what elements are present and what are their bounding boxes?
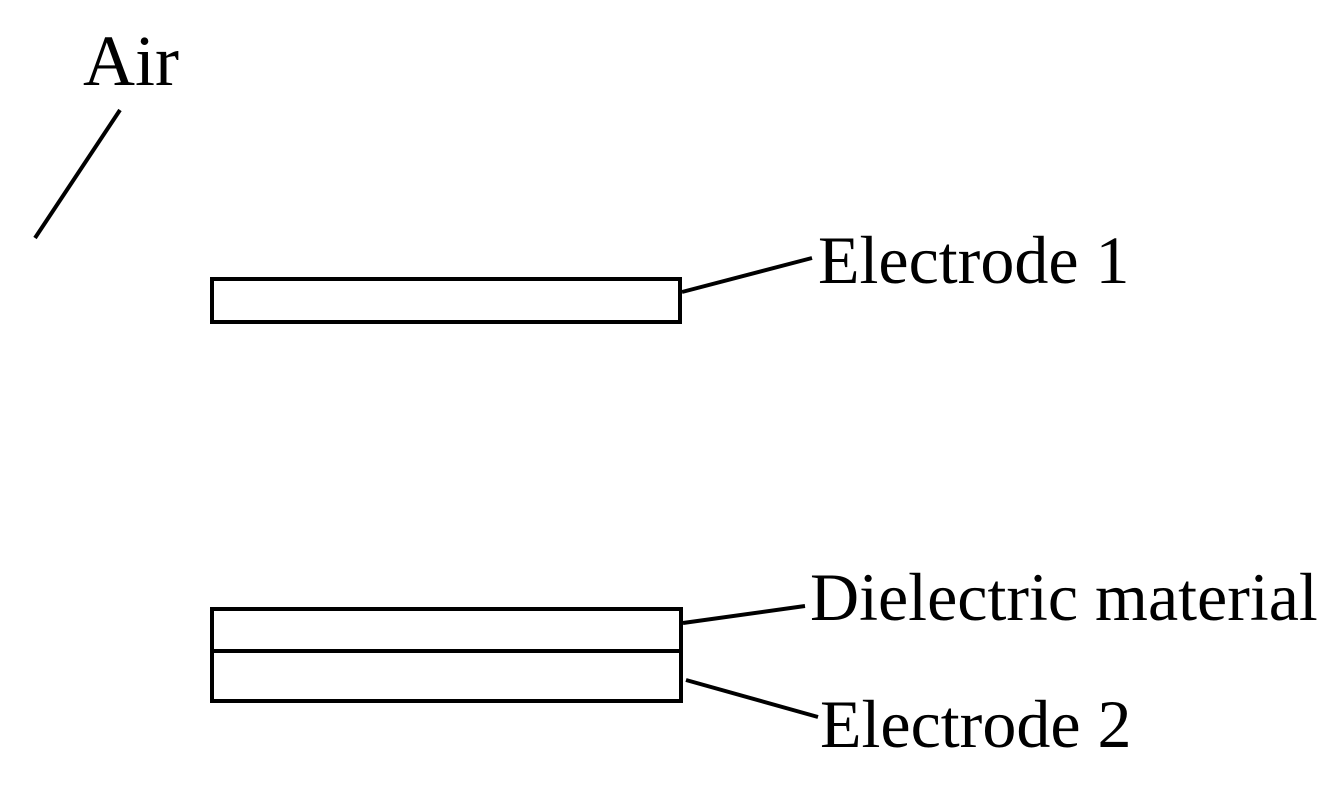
electrode1-label: Electrode 1 <box>818 222 1130 298</box>
electrode1-rect <box>210 277 682 324</box>
electrode2-label: Electrode 2 <box>820 686 1132 762</box>
electrode2-layer-rect <box>214 653 679 695</box>
electrode1-leader-line <box>681 256 813 294</box>
air-label: Air <box>83 21 179 101</box>
bottom-layer-stack <box>210 607 683 703</box>
electrode2-leader-line <box>685 678 819 719</box>
dielectric-leader-line <box>682 604 806 625</box>
dielectric-label: Dielectric material <box>810 559 1318 635</box>
dielectric-layer-rect <box>214 611 679 653</box>
air-pointer-line <box>33 108 122 240</box>
